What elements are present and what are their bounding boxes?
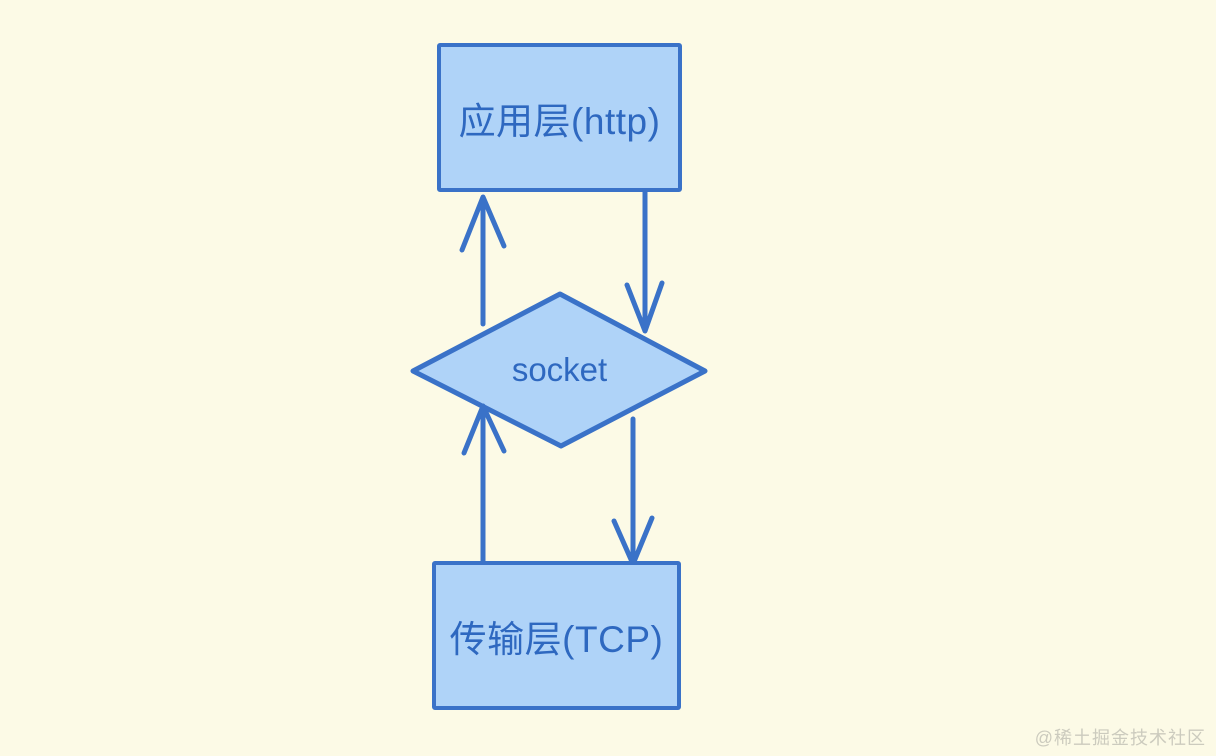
node-transport-layer-label: 传输层(TCP) xyxy=(449,618,664,660)
socket-diamond-shape xyxy=(410,291,708,449)
node-application-layer-label: 应用层(http) xyxy=(458,100,661,142)
arrow-app-to-socket xyxy=(624,189,665,334)
arrow-tcp-to-socket xyxy=(461,403,507,564)
node-transport-layer: 传输层(TCP) xyxy=(432,561,681,710)
node-application-layer: 应用层(http) xyxy=(437,43,682,192)
node-socket-label: socket xyxy=(511,351,608,388)
arrow-socket-to-app xyxy=(459,194,507,327)
watermark-text: @稀土掘金技术社区 xyxy=(1034,728,1206,748)
